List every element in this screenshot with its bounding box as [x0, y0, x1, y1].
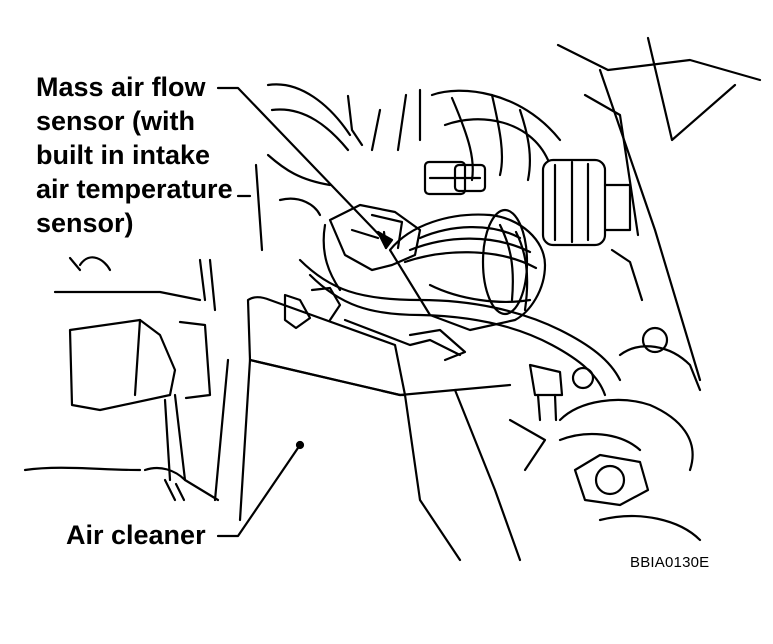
engine-bay-background	[53, 36, 762, 382]
engine-lower-right	[508, 326, 702, 542]
sensor-pointer-marker	[376, 230, 394, 250]
callout-leaders	[216, 86, 388, 538]
mass-air-flow-label-line-1: Mass air flow	[36, 72, 206, 102]
mass-air-flow-label-line-5: sensor)	[36, 208, 134, 238]
mass-air-flow-leader	[216, 86, 388, 244]
air-cleaner-label: Air cleaner	[66, 518, 206, 552]
figure-code: BBIA0130E	[630, 554, 710, 571]
air-cleaner-box	[23, 286, 522, 562]
mass-air-flow-label-line-4: air temperature	[36, 174, 233, 204]
mass-air-flow-label-line-2: sensor (with	[36, 106, 196, 136]
mass-air-flow-sensor-label: Mass air flow sensor (with built in inta…	[36, 70, 233, 240]
air-cleaner-label-text: Air cleaner	[66, 520, 206, 550]
mass-air-flow-label-line-3: built in intake	[36, 140, 211, 170]
air-cleaner-leader	[216, 443, 302, 538]
intake-air-duct	[298, 160, 622, 397]
